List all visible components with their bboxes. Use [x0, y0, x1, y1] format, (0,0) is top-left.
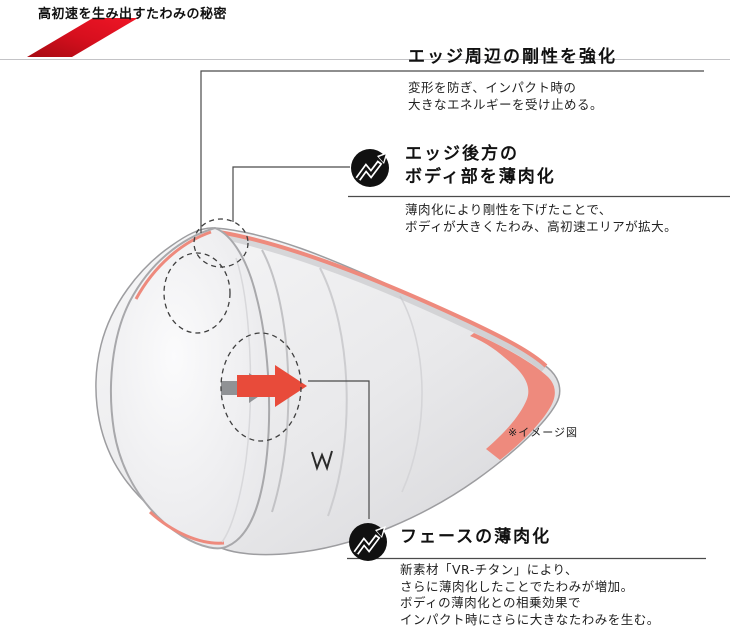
connector-edge-rigidity [200, 70, 704, 233]
face-rim-highlight [148, 510, 225, 545]
body-line: さらに薄肉化したことでたわみが増加。 [400, 578, 634, 594]
body-line: 薄肉化により剛性を下げたことで、 [405, 202, 612, 217]
body-edge-rigidity: 変形を防ぎ、インパクト時の 大きなエネルギーを受け止める。 [408, 79, 603, 113]
club-head-illustration [95, 218, 561, 556]
heading-body-thinning: エッジ後方の ボディ部を薄肉化 [405, 143, 556, 189]
flex-arrow-icon [349, 523, 387, 561]
connector-face-thinning [308, 380, 370, 519]
red-ribbon-decoration [27, 18, 138, 57]
connector-lines [200, 70, 730, 560]
body-body-thinning: 薄肉化により剛性を下げたことで、 ボディが大きくたわみ、高初速エリアが拡大。 [405, 201, 677, 235]
heading-line: ボディ部を薄肉化 [405, 167, 556, 187]
body-contour [399, 295, 423, 493]
sole-logo-mark [311, 450, 333, 472]
body-contour [319, 267, 348, 517]
connector-body-thinning [232, 166, 350, 222]
body-line: ボディが大きくたわみ、高初速エリアが拡大。 [405, 219, 678, 234]
face-contour [221, 257, 252, 543]
page-title: 高初速を生み出すたわみの秘密 [38, 7, 228, 22]
heading-face-thinning: フェースの薄肉化 [400, 527, 552, 547]
body-contour [261, 249, 290, 513]
club-face [110, 226, 271, 550]
face-rim-highlight [134, 230, 212, 300]
face-highlight-ellipse [220, 332, 302, 442]
crown-rim-highlight [218, 230, 548, 368]
image-note: ※イメージ図 [508, 426, 578, 439]
body-line: 大きなエネルギーを受け止める。 [408, 97, 604, 112]
body-thin-wall-highlight [470, 333, 555, 460]
heading-line: エッジ後方の [405, 144, 519, 164]
body-line: 新素材「VR-チタン」により、 [400, 562, 578, 577]
body-line: ボディの薄肉化との相乗効果で [400, 595, 582, 610]
face-flex-arrow-red [237, 365, 307, 407]
body-line: 変形を防ぎ、インパクト時の [408, 80, 577, 95]
body-face-thinning: 新素材「VR-チタン」により、 さらに薄肉化したことでたわみが増加。 ボディの薄… [400, 562, 660, 628]
edge-back-highlight-ellipse [163, 252, 231, 334]
edge-highlight-ellipse [193, 218, 249, 268]
heading-edge-rigidity: エッジ周辺の剛性を強化 [408, 47, 617, 67]
body-line: インパクト時にさらに大きなたわみを生む。 [400, 611, 660, 627]
flex-arrow-icon [351, 149, 389, 187]
crown-rim-shadow [221, 232, 547, 372]
